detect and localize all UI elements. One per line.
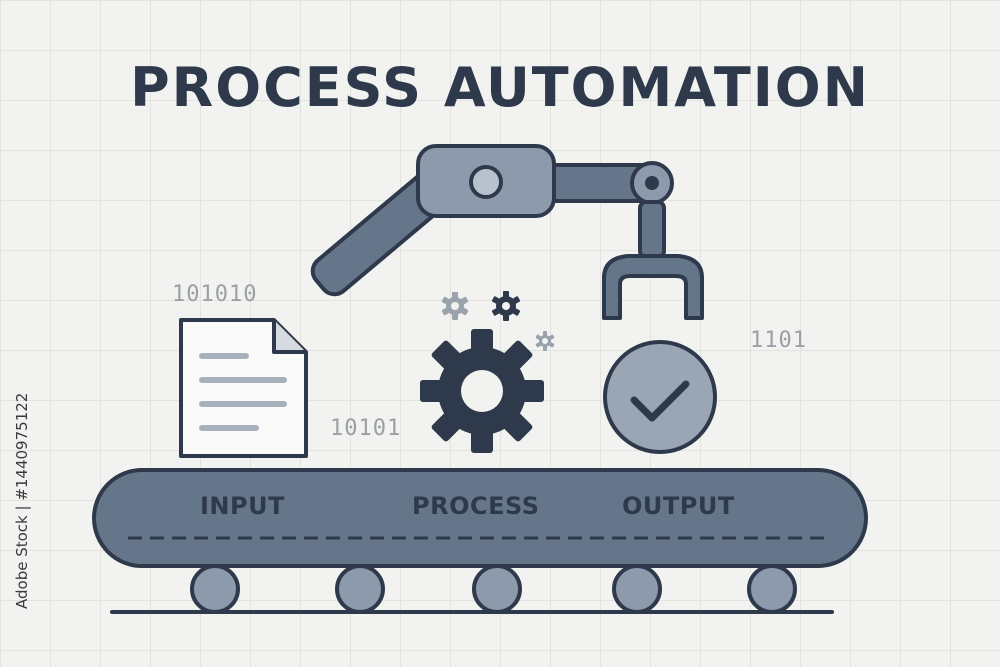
small-gear-icon [441,292,469,320]
robotic-arm-icon [310,144,704,320]
gear-icon [420,329,544,453]
binary-label-process: 10101 [330,416,402,441]
stage-label-output: OUTPUT [622,492,735,520]
document-icon [179,318,308,458]
page-title: PROCESS AUTOMATION [130,56,870,119]
binary-label-output: 1101 [750,328,807,353]
conveyor-belt [92,468,868,614]
small-gear-icon [491,291,521,321]
small-gear-icon [535,331,555,351]
check-circle-icon [603,340,717,454]
stage-label-process: PROCESS [412,492,540,520]
stage-label-input: INPUT [200,492,285,520]
binary-label-input: 101010 [172,282,258,307]
conveyor-wheels [190,564,797,614]
stock-id-label: Adobe Stock | #1440975122 [13,392,31,609]
